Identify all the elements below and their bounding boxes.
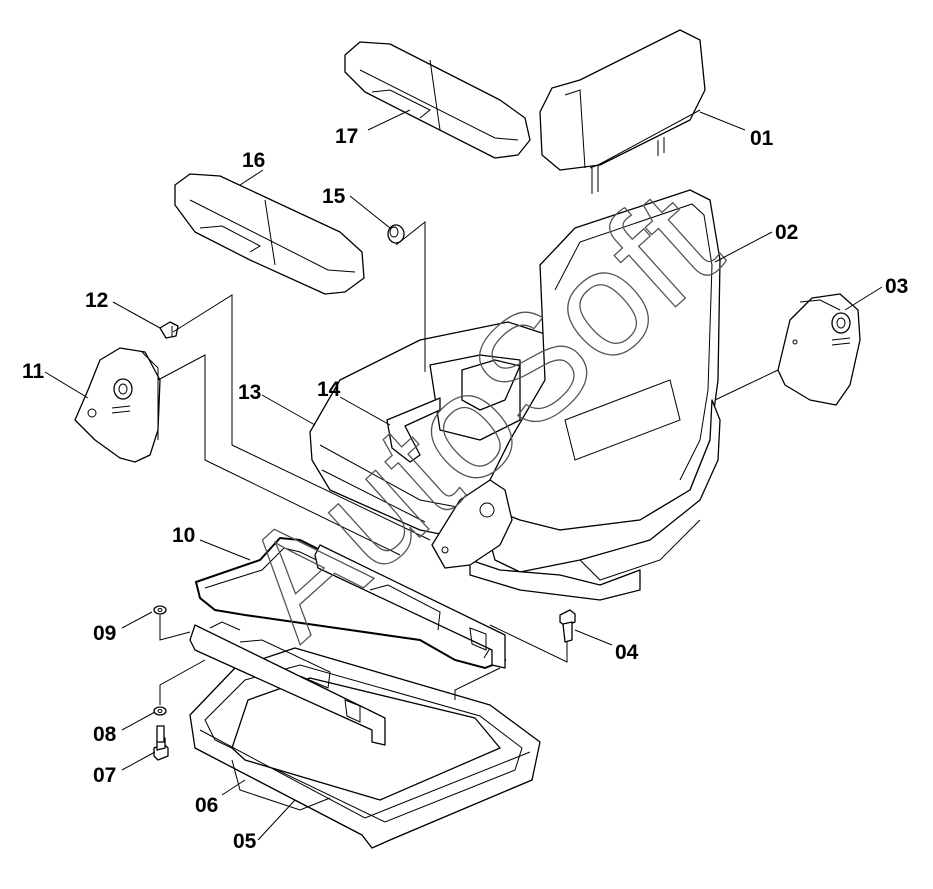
- callout-07: 07: [93, 764, 116, 787]
- bolt-07: [153, 725, 169, 761]
- seat-base-frame: [189, 647, 541, 849]
- callout-04: 04: [615, 641, 639, 664]
- callout-12: 12: [85, 289, 108, 312]
- callout-08: 08: [93, 723, 117, 746]
- callout-leaders: [44, 109, 883, 841]
- slide-rail-left: [189, 621, 386, 746]
- callout-02: 02: [775, 221, 798, 244]
- screw-12: [159, 321, 179, 339]
- callout-06: 06: [195, 794, 218, 817]
- callout-11: 11: [22, 360, 45, 383]
- lumbar-insert: [386, 359, 521, 463]
- side-cover-left: [74, 347, 161, 463]
- washer-08: [153, 706, 167, 716]
- bolt-04: [559, 609, 576, 643]
- callout-09: 09: [93, 622, 116, 645]
- callout-16: 16: [242, 149, 265, 172]
- side-cover-right: [777, 293, 861, 406]
- callout-05: 05: [233, 830, 257, 853]
- callout-01: 01: [750, 127, 774, 150]
- callout-03: 03: [885, 275, 908, 298]
- washer-09: [153, 605, 167, 615]
- callout-17: 17: [335, 125, 358, 148]
- callout-13: 13: [238, 381, 261, 404]
- armrest-right: [344, 41, 531, 159]
- headrest: [539, 29, 706, 194]
- callout-15: 15: [322, 185, 346, 208]
- hinge-plate: [431, 479, 513, 569]
- assembly-lines: [157, 220, 779, 705]
- callout-10: 10: [172, 524, 195, 547]
- armrest-left: [174, 173, 365, 295]
- callout-14: 14: [317, 378, 341, 401]
- seat-backrest: [469, 189, 721, 601]
- cap: [387, 224, 405, 244]
- callout-labels: 01 02 03 04 05 06 07 08 09 10 11 12 13 1…: [22, 125, 908, 853]
- slide-rail-right: [314, 544, 506, 669]
